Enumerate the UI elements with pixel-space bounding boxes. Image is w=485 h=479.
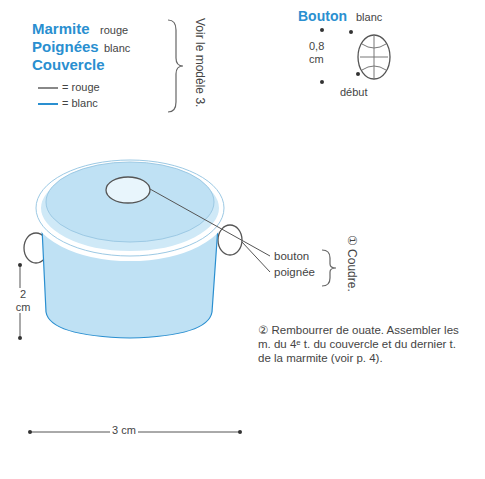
- dimension-label: 3 cm: [110, 424, 138, 437]
- brace: [322, 250, 336, 286]
- pot-drawing: [24, 160, 270, 338]
- part-name: Bouton: [298, 8, 347, 24]
- part-name: Poignées: [32, 38, 99, 55]
- part-label: bouton: [274, 250, 309, 263]
- brace: [168, 20, 183, 112]
- step-note: ② Rembourrer de ouate. Assembler les m. …: [258, 323, 466, 365]
- step-note: ① Coudre.: [344, 235, 358, 292]
- button-diagram: [320, 28, 390, 84]
- color-note: blanc: [104, 42, 130, 55]
- start-label: début: [340, 86, 368, 99]
- color-note: rouge: [100, 24, 128, 37]
- legend-text: = blanc: [62, 97, 98, 110]
- part-label: poignée: [274, 266, 315, 279]
- reference-note: Voir le modèle 3.: [192, 18, 206, 107]
- dimension-label: 0,8 cm: [309, 40, 335, 65]
- leader-line: [150, 189, 270, 256]
- legend-text: = rouge: [62, 81, 100, 94]
- dimension-label: 2 cm: [11, 288, 35, 313]
- part-name: Couvercle: [32, 56, 105, 73]
- legend-line: [38, 103, 58, 105]
- color-note: blanc: [356, 11, 382, 24]
- leader-line: [242, 242, 270, 272]
- legend-line: [38, 87, 58, 89]
- part-name: Marmite: [32, 20, 90, 37]
